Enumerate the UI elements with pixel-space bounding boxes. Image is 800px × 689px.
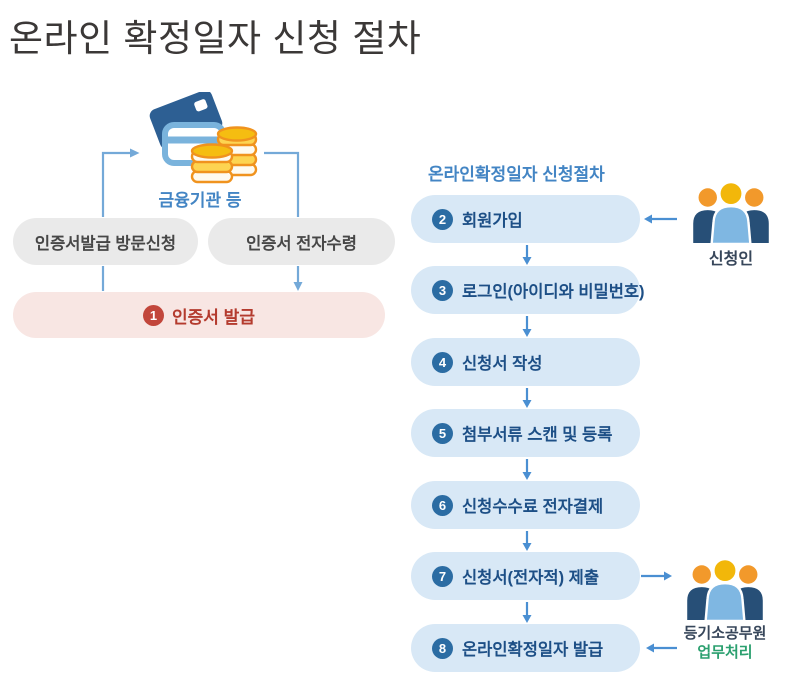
certificate-issue-box: 1 인증서 발급	[13, 292, 385, 338]
step-label: 온라인확정일자 발급	[462, 641, 604, 659]
institution-label: 금융기관 등	[158, 191, 242, 210]
electronic-receive-box: 인증서 전자수령	[208, 218, 395, 265]
step-label: 신청서(전자적) 제출	[462, 569, 600, 587]
page-title: 온라인 확정일자 신청 절차	[9, 18, 422, 59]
step-label: 신청서 작성	[462, 355, 543, 373]
step-label: 로그인(아이디와 비밀번호)	[462, 283, 645, 301]
step-box-signup: 2 회원가입	[411, 195, 640, 243]
officer-label: 등기소공무원	[683, 625, 767, 642]
applicant-label: 신청인	[708, 251, 754, 268]
officer-sublabel: 업무처리	[697, 644, 753, 661]
step-box-submit: 7 신청서(전자적) 제출	[411, 552, 640, 600]
step-number-badge: 4	[432, 351, 453, 373]
step-label: 인증서 발급	[172, 307, 255, 327]
step-box-login: 3 로그인(아이디와 비밀번호)	[411, 266, 645, 314]
step-box-payment: 6 신청수수료 전자결제	[411, 481, 640, 529]
registry-officer-people-icon	[685, 559, 765, 621]
step-label: 회원가입	[462, 212, 523, 230]
step-box-scan: 5 첨부서류 스캔 및 등록	[411, 409, 640, 457]
step-number-badge: 1	[143, 304, 165, 326]
step-number-badge: 5	[432, 422, 453, 444]
step-box-issue: 8 온라인확정일자 발급	[411, 624, 640, 672]
step-number-badge: 2	[432, 208, 453, 230]
step-number-badge: 8	[432, 637, 453, 659]
step-number-badge: 3	[432, 279, 453, 301]
step-number-badge: 7	[432, 565, 453, 587]
right-flow-header: 온라인확정일자 신청절차	[428, 165, 605, 184]
step-number-badge: 6	[432, 494, 453, 516]
visit-request-box: 인증서발급 방문신청	[13, 218, 198, 265]
applicant-people-icon	[691, 182, 771, 244]
step-box-form: 4 신청서 작성	[411, 338, 640, 386]
step-label: 신청수수료 전자결제	[462, 498, 604, 516]
step-label: 첨부서류 스캔 및 등록	[462, 426, 613, 444]
financial-institution-icon	[149, 92, 258, 184]
